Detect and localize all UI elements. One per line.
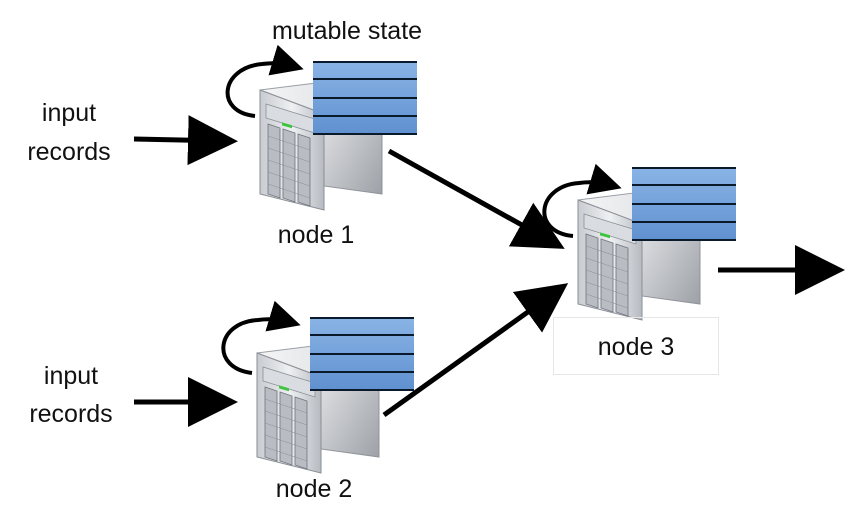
- input-records-1-line1: input: [41, 99, 97, 127]
- input-records-1-line2: records: [27, 138, 111, 166]
- node3-group: [542, 163, 736, 321]
- input-arrow-1: [133, 115, 238, 166]
- input-records-2-line1: input: [43, 362, 99, 390]
- node1-label: node 1: [277, 221, 355, 249]
- node3-state-table-icon: [632, 167, 736, 241]
- node1-state-table-icon: [313, 61, 417, 135]
- node1-group: [225, 44, 417, 211]
- node2-label: node 2: [275, 475, 353, 503]
- edge-node2-to-node3: [382, 283, 569, 418]
- node2-group: [221, 300, 414, 474]
- input-records-2-line2: records: [29, 400, 113, 428]
- node3-label: node 3: [597, 333, 675, 361]
- mutable-state-label: mutable state: [271, 17, 423, 45]
- node2-state-table-icon: [310, 317, 414, 391]
- node2-loop-arrow-icon: [221, 300, 301, 375]
- edge-node1-to-node3: [387, 148, 565, 249]
- node3-label-frame: [553, 317, 719, 375]
- node1-loop-arrow-icon: [225, 44, 304, 118]
